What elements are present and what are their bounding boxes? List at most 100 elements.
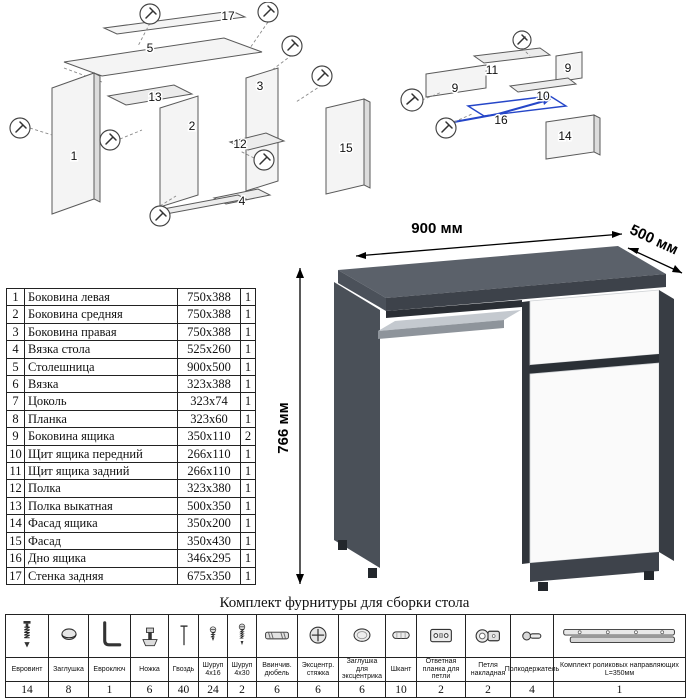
part-number: 11 <box>6 462 25 481</box>
hardware-name: Ввинчив. дюбель <box>257 658 297 682</box>
hardware-item: Ответная планка для петли 2 <box>416 615 465 697</box>
hardware-name: Евровинт <box>6 658 48 682</box>
drawer-assembly-diagram: 9 11 9 10 16 14 <box>400 30 601 160</box>
part-name: Боковина ящика <box>24 427 178 446</box>
fastener-callout <box>400 88 424 112</box>
part-label-9b: 9 <box>565 61 572 75</box>
fastener-callout <box>281 35 303 57</box>
part-qty: 1 <box>240 566 256 585</box>
part-name: Вязка <box>24 375 178 394</box>
hardware-item: Евроключ 1 <box>88 615 130 697</box>
part-number: 4 <box>6 340 25 359</box>
part-label-15: 15 <box>339 141 353 155</box>
part-name: Боковина левая <box>24 287 178 307</box>
part-size: 266x110 <box>177 444 241 464</box>
part-name: Боковина средняя <box>24 305 178 324</box>
cabinet-right-edge <box>659 290 674 561</box>
hardware-name: Шкант <box>386 658 416 682</box>
hardware-name: Заглушка <box>49 658 88 682</box>
part-number: 13 <box>6 496 25 516</box>
screw-4x30-icon <box>238 623 246 646</box>
part-label-1: 1 <box>71 149 78 163</box>
hardware-qty: 40 <box>177 683 190 696</box>
hardware-item: Шуруп 4x30 2 <box>227 615 256 697</box>
part-label-4: 4 <box>239 194 246 208</box>
part-label-11: 11 <box>486 63 499 77</box>
hinge-icon <box>475 629 500 643</box>
part-name: Столешница <box>24 357 178 377</box>
hardware-item: Заглушка 8 <box>48 615 88 697</box>
hardware-name: Ножка <box>131 658 168 682</box>
fastener-callout <box>253 149 275 171</box>
part-qty: 1 <box>240 340 256 359</box>
part-qty: 1 <box>240 496 256 516</box>
part-number: 2 <box>6 305 25 324</box>
part-13-shape <box>106 84 194 106</box>
part-name: Щит ящика передний <box>24 444 178 464</box>
hardware-qty: 6 <box>146 683 153 696</box>
dowel-icon <box>392 631 410 639</box>
fastener-callout <box>99 129 121 151</box>
part-5-shape <box>63 37 263 77</box>
width-dimension-label: 900 мм <box>411 222 462 237</box>
depth-dimension-label: 500 мм <box>627 222 681 258</box>
fastener-callout <box>512 30 532 50</box>
part-number: 1 <box>6 287 25 307</box>
hardware-item: Заглушка для эксцентрика 6 <box>338 615 385 697</box>
part-qty: 1 <box>240 375 256 394</box>
part-label-12: 12 <box>233 137 247 151</box>
hardware-name: Ответная планка для петли <box>417 658 465 682</box>
part-size: 346x295 <box>177 549 241 568</box>
part-11-shape <box>472 47 552 64</box>
part-qty: 1 <box>240 322 256 342</box>
hardware-qty: 4 <box>529 683 535 696</box>
part-name: Вязка стола <box>24 340 178 359</box>
fastener-callout <box>257 2 279 23</box>
hardware-item: Евровинт 14 <box>6 615 48 697</box>
part-label-2: 2 <box>189 119 196 133</box>
part-label-10: 10 <box>536 89 550 103</box>
hardware-item: Ножка 6 <box>130 615 168 697</box>
part-size: 500x350 <box>177 496 241 516</box>
keyboard-tray-top <box>378 310 521 331</box>
hardware-qty: 6 <box>274 683 280 696</box>
part-qty: 1 <box>240 444 256 464</box>
part-qty: 1 <box>240 531 256 551</box>
hardware-qty: 2 <box>239 683 245 696</box>
part-size: 900x500 <box>177 357 241 377</box>
eurovint-icon <box>23 621 31 648</box>
hardware-name: Эксцентр. стяжка <box>298 658 338 682</box>
part-label-14: 14 <box>558 129 572 143</box>
hardware-qty: 24 <box>207 683 219 696</box>
part-number: 17 <box>6 566 25 585</box>
part-number: 7 <box>6 392 25 411</box>
hardware-name: Комплект роликовых направляющих L=350мм <box>554 658 685 682</box>
desktop-left-edge <box>338 270 386 311</box>
hex-key-icon <box>102 621 121 647</box>
hardware-qty: 6 <box>315 683 321 696</box>
part-label-17: 17 <box>221 9 235 23</box>
leg-icon <box>141 627 158 647</box>
part-qty: 1 <box>240 409 256 429</box>
part-size: 323x380 <box>177 479 241 498</box>
hardware-qty: 8 <box>65 683 72 696</box>
part-size: 750x388 <box>177 305 241 324</box>
cap-icon <box>60 628 77 641</box>
part-9-left-shape <box>425 64 487 98</box>
cam-cap-icon <box>353 628 371 642</box>
height-dimension-label: 766 мм <box>276 402 292 453</box>
part-size: 323x388 <box>177 375 241 394</box>
part-name: Стенка задняя <box>24 566 178 585</box>
part-number: 9 <box>6 427 25 446</box>
part-size: 750x388 <box>177 322 241 342</box>
fastener-callout <box>139 3 161 25</box>
part-label-5: 5 <box>147 41 154 55</box>
